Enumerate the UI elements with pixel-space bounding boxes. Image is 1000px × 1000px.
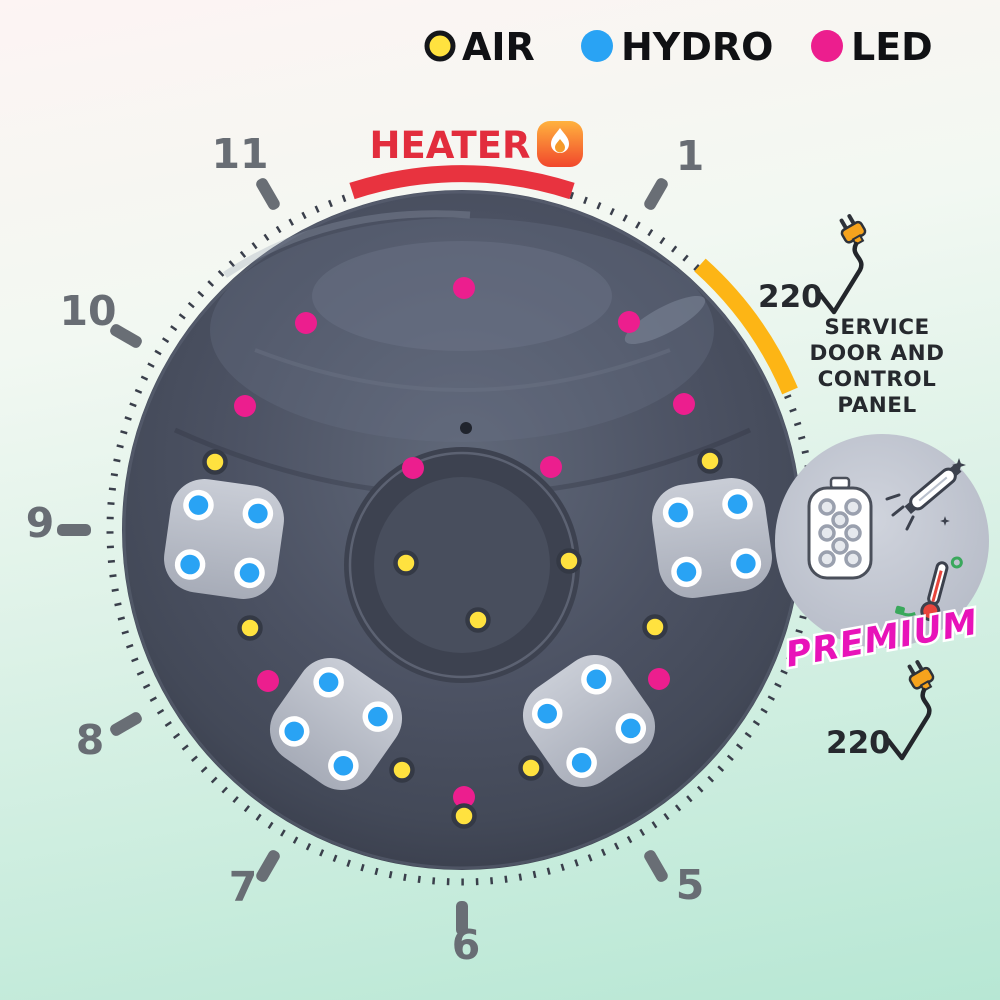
hydro-jet — [671, 556, 702, 588]
heater-arc — [349, 165, 575, 200]
voltage-v-mark-and-cord — [817, 241, 864, 315]
seat — [522, 654, 656, 788]
led-light — [234, 395, 256, 417]
mini-plug-icon — [895, 605, 905, 615]
heater-label: HEATER — [369, 124, 530, 167]
clock-label-11: 11 — [211, 130, 268, 178]
service-line-2: DOOR AND — [810, 341, 945, 366]
led-light — [673, 393, 695, 415]
tick-9 — [57, 524, 91, 536]
air-jet — [389, 757, 415, 783]
uv-lamp-icon — [885, 458, 966, 531]
hot-tub — [122, 190, 802, 870]
air-jets-layer — [202, 448, 723, 829]
filter-cartridge-icon — [807, 476, 873, 580]
service-line-3: CONTROL — [818, 367, 937, 392]
hydro-jet — [328, 750, 359, 782]
hydro-jet — [531, 698, 563, 729]
clock-label-1: 1 — [676, 132, 705, 180]
hydro-jet — [242, 498, 274, 529]
service-door-callout: 220 SERVICE DOOR AND CONTROL PANEL — [758, 209, 945, 418]
hydro-legend-icon — [581, 30, 613, 62]
led-light — [257, 670, 279, 692]
air-jet — [556, 548, 582, 574]
air-jet — [697, 448, 723, 474]
tub-bench-contour — [254, 348, 671, 392]
hydro-jet — [174, 549, 206, 580]
led-legend-icon — [811, 30, 843, 62]
drain-sensor-dot — [460, 422, 472, 434]
clock-label-5: 5 — [676, 861, 705, 909]
hydro-jet — [566, 747, 597, 779]
tub-gloss-streak — [223, 210, 471, 278]
led-legend-label: LED — [851, 25, 933, 69]
tick-11 — [256, 178, 280, 210]
footwell-floor — [374, 477, 550, 653]
clock-ticks — [57, 178, 668, 935]
led-light — [402, 457, 424, 479]
clock-label-9: 9 — [26, 499, 55, 547]
seats-layer — [164, 478, 772, 791]
hydro-jet — [730, 548, 762, 579]
clock-label-6: 6 — [452, 921, 481, 969]
air-jet — [451, 803, 477, 829]
hydro-jet — [722, 488, 753, 520]
clock-label-10: 10 — [59, 287, 116, 335]
air-jet — [393, 550, 419, 576]
tick-7 — [256, 850, 280, 882]
degree-mark — [950, 556, 963, 569]
hydro-jet — [581, 663, 612, 695]
service-voltage-value: 220 — [758, 279, 823, 315]
water-reflection — [624, 295, 706, 345]
hydro-jet — [313, 666, 344, 698]
tick-5 — [644, 850, 668, 882]
hydro-jet — [183, 489, 214, 521]
flame-icon — [537, 121, 583, 167]
air-legend-icon — [424, 30, 456, 62]
air-jet — [465, 607, 491, 633]
premium-power-callout: 220 — [826, 655, 939, 761]
tick-6 — [456, 901, 468, 935]
clock-numbers: 11 10 9 8 7 6 5 1 — [26, 130, 705, 969]
hydro-jet — [278, 716, 310, 747]
air-jet — [237, 615, 263, 641]
hydro-jet — [234, 557, 265, 589]
led-light — [453, 786, 475, 808]
air-jet — [642, 614, 668, 640]
air-jet — [518, 755, 544, 781]
hydro-jet — [615, 713, 647, 744]
tick-10 — [110, 324, 142, 348]
plug-icon — [901, 655, 939, 696]
premium-voltage-value: 220 — [826, 725, 891, 761]
led-light — [618, 311, 640, 333]
service-door-arc — [694, 258, 798, 395]
led-lights-layer — [234, 277, 695, 808]
air-legend-label: AIR — [462, 25, 535, 69]
tick-8 — [110, 712, 142, 736]
tub-top-bench-highlight — [210, 218, 714, 442]
premium-badge: PREMIUM — [775, 434, 989, 678]
plug-icon — [833, 209, 871, 250]
hydro-jet — [362, 701, 394, 732]
led-light — [540, 456, 562, 478]
service-line-1: SERVICE — [824, 315, 929, 340]
voltage-v-mark-and-cord — [885, 687, 932, 761]
service-line-4: PANEL — [837, 393, 916, 418]
thermometer-icon — [895, 556, 963, 622]
seat — [269, 657, 403, 791]
legend: AIR HYDRO LED — [424, 25, 933, 69]
led-light — [453, 277, 475, 299]
air-jet — [202, 449, 228, 475]
hydro-legend-label: HYDRO — [621, 25, 773, 69]
seat — [164, 479, 284, 599]
clock-label-8: 8 — [76, 716, 105, 764]
led-light — [295, 312, 317, 334]
led-light — [648, 668, 670, 690]
tick-1 — [644, 178, 668, 210]
seat — [652, 478, 772, 598]
hydro-jet — [662, 497, 694, 528]
clock-label-7: 7 — [229, 863, 258, 911]
